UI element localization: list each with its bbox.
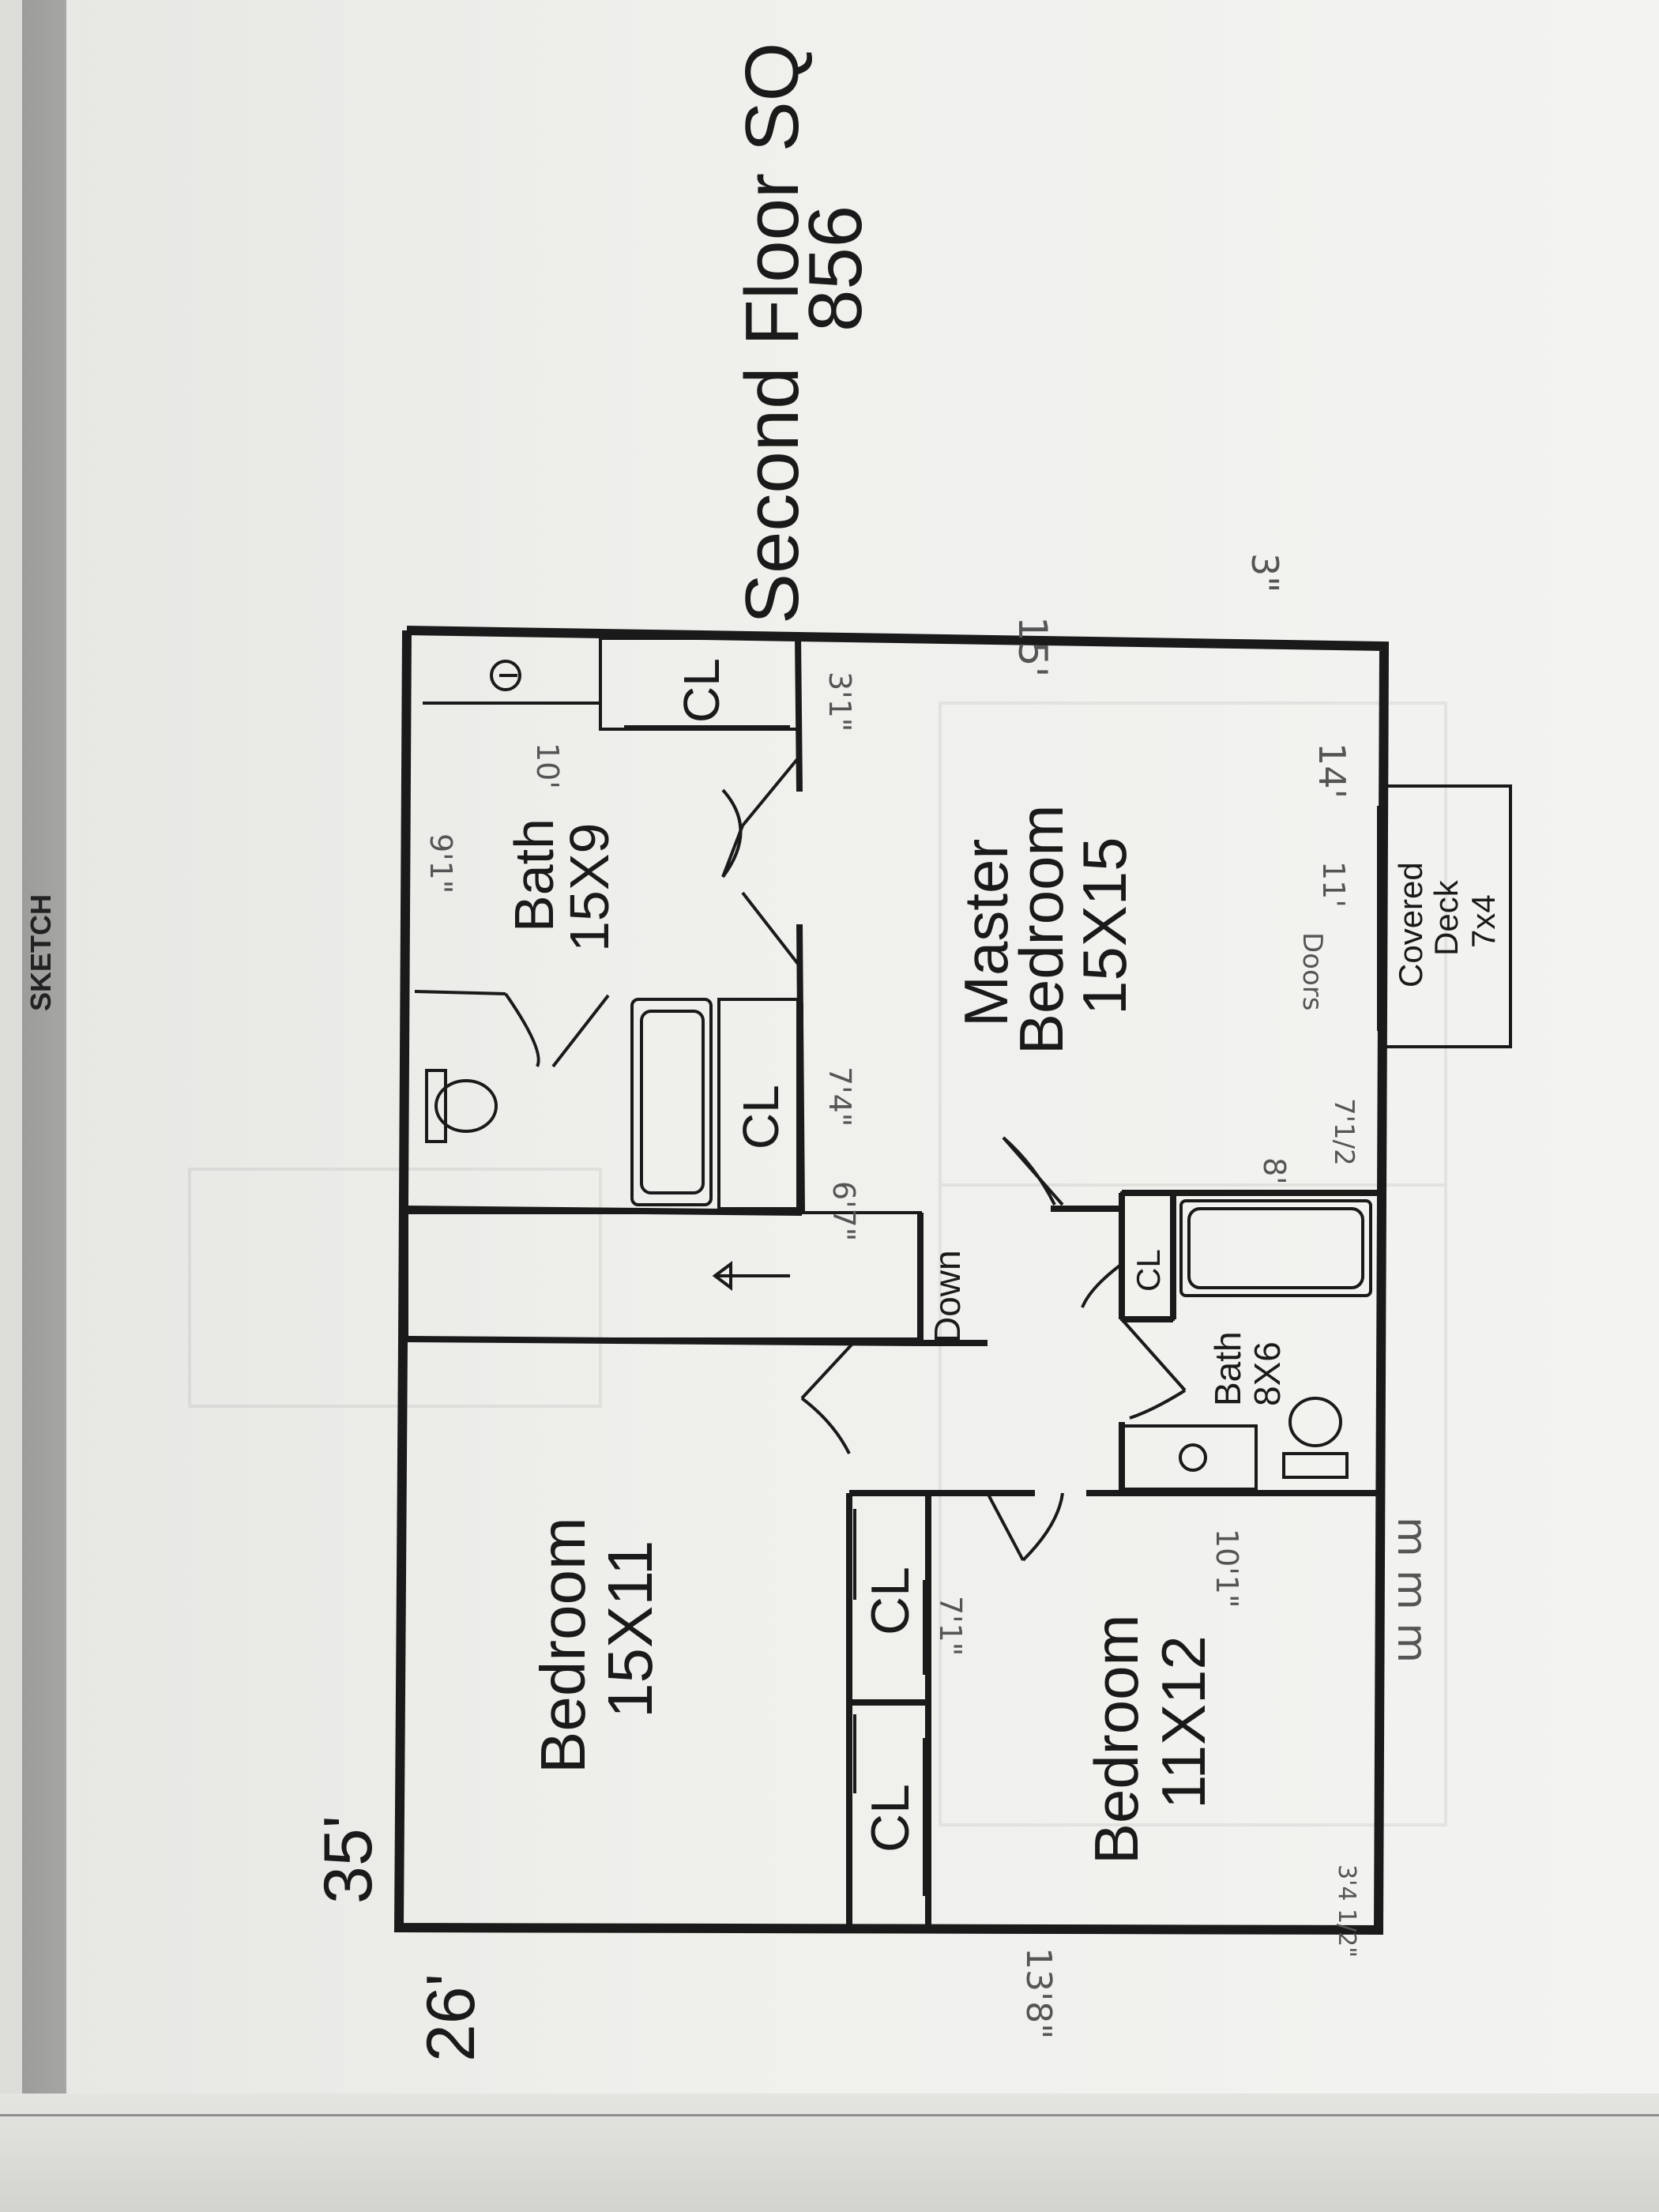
floor-title: Second Floor SQ: [730, 43, 814, 624]
room-bath-small-size: 8X6: [1247, 1341, 1288, 1406]
note-closet-a: 3'1": [822, 672, 857, 732]
note-bath-depth: 9'1": [423, 833, 458, 893]
note-bottom: 13'8": [1018, 1947, 1059, 2039]
deck-line1: Covered: [1392, 862, 1429, 988]
overall-depth-label: 26': [413, 1973, 489, 2062]
note-bath-small-depth: 8': [1257, 1157, 1292, 1185]
closet-label-bedroom-a: CL: [860, 1567, 920, 1635]
room-bedroom-large-name: Bedroom: [528, 1517, 598, 1774]
room-master-line2: Bedroom: [1006, 805, 1076, 1055]
sketch-label: SKETCH: [24, 894, 57, 1011]
note-right-edge: 3": [1243, 553, 1286, 592]
room-bath-main-size: 15X9: [559, 823, 620, 952]
bleed-through: [188, 702, 1447, 1826]
fixtures: [405, 637, 1512, 1896]
closet-label-bedroom-b: CL: [860, 1784, 920, 1853]
note-closet-c: 7'1": [933, 1596, 968, 1656]
note-master-right: 14': [1311, 743, 1353, 799]
note-master-lower: 7'1/2: [1328, 1098, 1360, 1166]
closet-label-bath: CL: [673, 658, 730, 723]
floor-area: 856: [793, 205, 878, 332]
room-master-size: 15X15: [1070, 837, 1139, 1015]
room-labels: Bath 15X9 Master Bedroom 15X15 Bedroom 1…: [503, 658, 1502, 1864]
note-master-top: 15': [1010, 616, 1055, 677]
deck-line3: 7x4: [1465, 894, 1502, 948]
note-closet-b: 7'4": [822, 1066, 857, 1127]
room-bedroom-small-name: Bedroom: [1082, 1615, 1151, 1865]
overall-width-label: 35': [310, 1815, 386, 1904]
note-bath-width: 10': [530, 743, 565, 789]
note-doors-width: 11': [1316, 861, 1351, 908]
note-doors: Doors: [1296, 932, 1328, 1010]
room-bath-main-name: Bath: [503, 818, 565, 932]
note-marks: m m m: [1388, 1517, 1435, 1663]
closet-label-tub: CL: [732, 1085, 789, 1149]
room-bedroom-large-size: 15X11: [595, 1540, 665, 1718]
handwritten-notes: 15' 14' 3" 10' 9'1" 3'1" 7'4" 6'7" Doors…: [423, 553, 1435, 2039]
room-bath-small-name: Bath: [1207, 1331, 1248, 1406]
exterior-walls: [393, 626, 1390, 1936]
sheet-border-line: [0, 2114, 1659, 2116]
note-corner: 3'4 1/2": [1333, 1864, 1360, 1958]
stair-label: Down: [927, 1250, 968, 1343]
closet-label-hall: CL: [1130, 1249, 1167, 1292]
room-bedroom-small-size: 11X12: [1149, 1635, 1218, 1809]
deck-line2: Deck: [1428, 879, 1465, 956]
sheet-left-margin: [0, 0, 79, 2125]
room-master-line1: Master: [951, 839, 1021, 1027]
note-hall: 6'7": [826, 1181, 861, 1241]
sheet-bottom-margin: [0, 2094, 1659, 2212]
note-bedroom-small-width: 10'1": [1209, 1529, 1244, 1608]
